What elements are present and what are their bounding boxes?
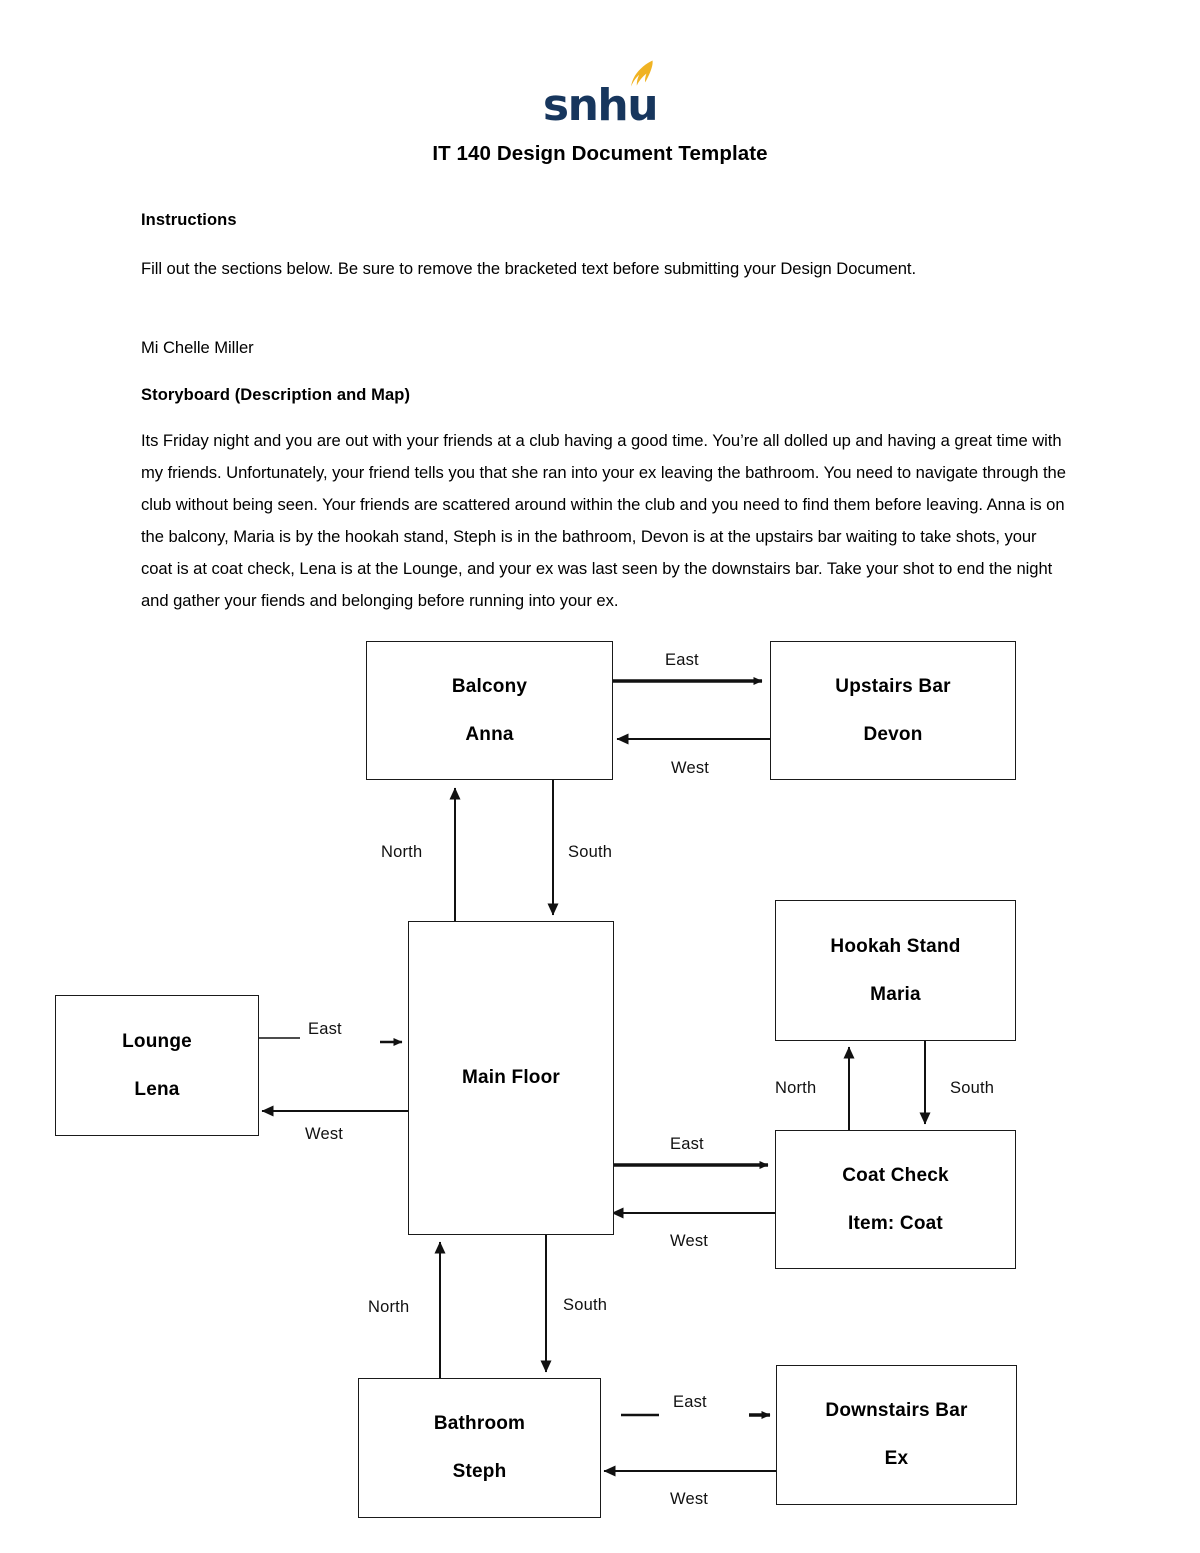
- room-occupant: Anna: [465, 723, 514, 745]
- room-box-balcony[interactable]: Balcony Anna: [366, 641, 613, 780]
- edge-label-bathroom-north: North: [368, 1298, 410, 1316]
- room-box-downstairs-bar[interactable]: Downstairs Bar Ex: [776, 1365, 1017, 1505]
- room-title: Bathroom: [433, 1413, 526, 1434]
- edge-label-upstairs-west: West: [671, 759, 710, 777]
- edge-label-mainfloor-south: South: [563, 1296, 608, 1314]
- storyboard-heading: Storyboard (Description and Map): [141, 386, 411, 404]
- room-occupant: Maria: [870, 983, 921, 1005]
- room-box-main-floor[interactable]: Main Floor: [408, 921, 614, 1235]
- edge-label-balcony-east: East: [665, 651, 699, 669]
- edge-label-mainfloor-west: West: [305, 1125, 344, 1143]
- room-title: Upstairs Bar: [835, 675, 951, 697]
- flame-icon: [631, 60, 653, 87]
- edge-label-mainfloor-north: North: [381, 843, 423, 861]
- edge-label-bathroom-east: East: [673, 1393, 707, 1411]
- room-title: Lounge: [122, 1030, 192, 1052]
- instructions-paragraph: Fill out the sections below. Be sure to …: [141, 259, 917, 278]
- edge-label-coatcheck-north: North: [775, 1079, 817, 1097]
- edge-label-balcony-south: South: [568, 843, 613, 861]
- room-occupant: Lena: [134, 1078, 180, 1100]
- storyboard-paragraph: Its Friday night and you are out with yo…: [141, 431, 1066, 610]
- logo-wordmark: snhu: [542, 80, 659, 131]
- room-box-lounge[interactable]: Lounge Lena: [55, 995, 259, 1136]
- room-box-bathroom[interactable]: Bathroom Steph: [358, 1378, 601, 1518]
- instructions-heading: Instructions: [141, 211, 237, 229]
- edge-label-downstairs-west: West: [670, 1490, 709, 1508]
- edge-label-mainfloor-east: East: [670, 1135, 704, 1153]
- room-occupant: Steph: [452, 1461, 507, 1482]
- room-occupant: Item: Coat: [848, 1212, 943, 1234]
- edge-label-coatcheck-west: West: [670, 1232, 709, 1250]
- room-title: Balcony: [451, 675, 528, 697]
- edge-label-lounge-east: East: [308, 1020, 342, 1038]
- room-box-upstairs-bar[interactable]: Upstairs Bar Devon: [770, 641, 1016, 780]
- snhu-logo: snhu: [0, 60, 1200, 130]
- author-name: Mi Chelle Miller: [141, 338, 254, 357]
- room-title: Downstairs Bar: [825, 1400, 968, 1421]
- room-box-hookah-stand[interactable]: Hookah Stand Maria: [775, 900, 1016, 1041]
- room-box-coat-check[interactable]: Coat Check Item: Coat: [775, 1130, 1016, 1269]
- page-title: IT 140 Design Document Template: [432, 142, 768, 165]
- room-title: Main Floor: [461, 1067, 561, 1088]
- room-occupant: Devon: [863, 723, 923, 745]
- room-title: Coat Check: [842, 1164, 949, 1186]
- edge-label-hookah-south: South: [950, 1079, 995, 1097]
- room-title: Hookah Stand: [830, 935, 961, 957]
- room-occupant: Ex: [884, 1448, 909, 1469]
